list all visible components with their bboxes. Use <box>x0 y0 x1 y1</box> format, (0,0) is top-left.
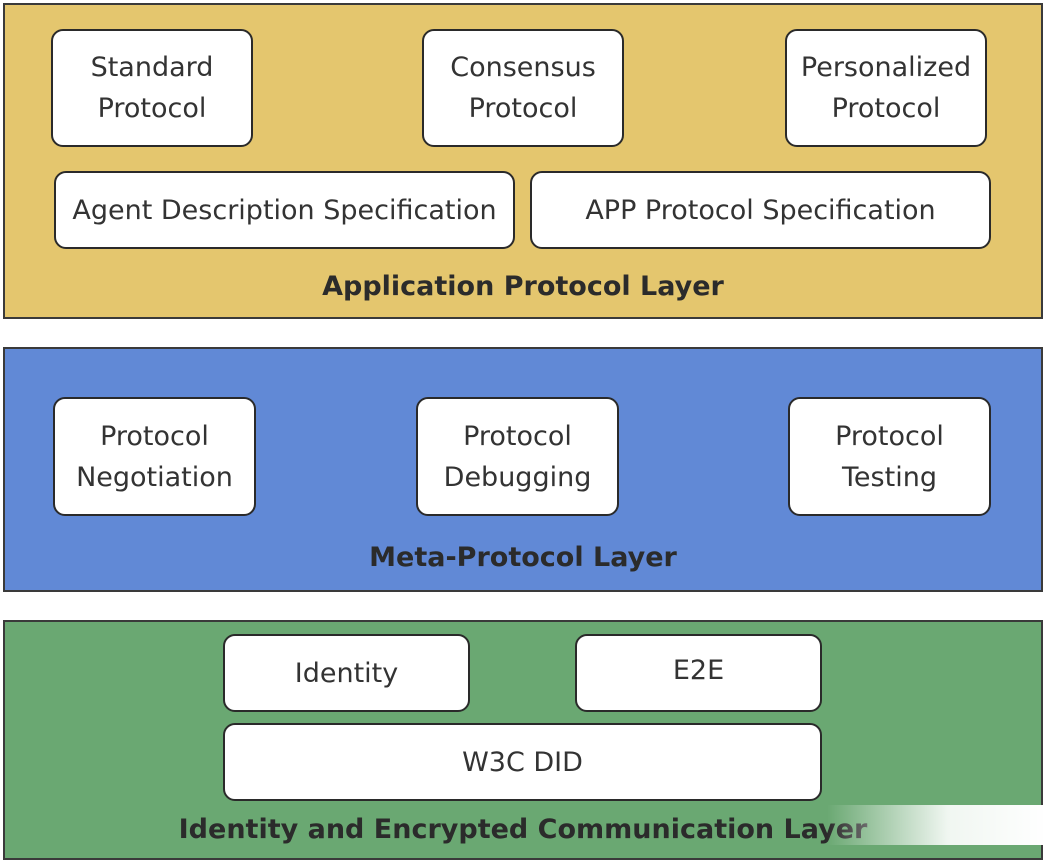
identity-box: Identity <box>223 634 470 712</box>
app-protocol-specification-box: APP Protocol Specification <box>530 171 991 249</box>
personalized-protocol-box: Personalized Protocol <box>785 29 987 147</box>
application-layer-label: Application Protocol Layer <box>322 271 724 302</box>
e2e-box: E2E <box>575 634 822 712</box>
meta-protocol-layer: Protocol Negotiation Protocol Debugging … <box>3 347 1043 592</box>
identity-layer-label: Identity and Encrypted Communication Lay… <box>178 814 868 845</box>
meta-layer-label: Meta-Protocol Layer <box>369 542 677 573</box>
protocol-debugging-box: Protocol Debugging <box>416 397 619 516</box>
identity-encrypted-communication-layer: Identity E2E W3C DID Identity and Encryp… <box>3 620 1043 860</box>
application-protocol-layer: Standard Protocol Consensus Protocol Per… <box>3 3 1043 319</box>
agent-description-specification-box: Agent Description Specification <box>54 171 515 249</box>
protocol-testing-box: Protocol Testing <box>788 397 991 516</box>
w3c-did-box: W3C DID <box>223 723 822 801</box>
protocol-negotiation-box: Protocol Negotiation <box>53 397 256 516</box>
consensus-protocol-box: Consensus Protocol <box>422 29 624 147</box>
standard-protocol-box: Standard Protocol <box>51 29 253 147</box>
